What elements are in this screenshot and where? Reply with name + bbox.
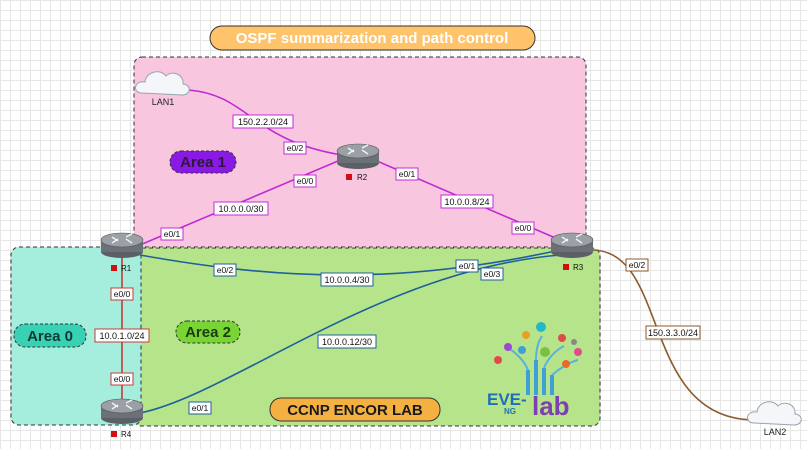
network-label-150-2: 150.2.2.0/24 <box>232 114 294 129</box>
svg-text:10.0.0.4/30: 10.0.0.4/30 <box>324 275 369 285</box>
iface-r3-r1: e0/1 <box>455 259 479 273</box>
page-title: OSPF summarization and path control <box>236 30 509 47</box>
router-icon <box>347 144 369 155</box>
router-r3[interactable]: R3 <box>550 232 594 272</box>
iface-r1-r3: e0/2 <box>213 263 237 277</box>
router-label: R1 <box>121 264 132 273</box>
iface-r2-r3: e0/1 <box>395 167 419 181</box>
svg-text:10.0.0.12/30: 10.0.0.12/30 <box>322 337 372 347</box>
iface-r4-r3: e0/1 <box>188 401 212 415</box>
router-icon <box>561 233 583 244</box>
area0-label: Area 0 <box>27 328 73 345</box>
iface-r2-lan1: e0/2 <box>283 141 307 155</box>
svg-text:10.0.0.8/24: 10.0.0.8/24 <box>444 197 489 207</box>
logo-text-lab: lab <box>532 391 570 421</box>
iface-r3-r4: e0/3 <box>480 267 504 281</box>
logo-tree-icon <box>494 322 582 395</box>
iface-r1-r2: e0/1 <box>160 227 184 241</box>
svg-text:150.2.2.0/24: 150.2.2.0/24 <box>238 117 288 127</box>
svg-text:e0/2: e0/2 <box>287 143 304 153</box>
svg-text:e0/2: e0/2 <box>629 260 646 270</box>
iface-r3-lan2: e0/2 <box>625 258 649 272</box>
router-icon <box>111 399 133 410</box>
router-label: R2 <box>357 173 368 182</box>
link-r4-r3[interactable] <box>139 254 561 414</box>
router-r2[interactable]: R2 <box>336 143 380 182</box>
svg-text:e0/1: e0/1 <box>399 169 416 179</box>
svg-text:e0/1: e0/1 <box>459 261 476 271</box>
svg-text:e0/0: e0/0 <box>114 289 131 299</box>
router-icon <box>111 233 133 244</box>
cloud-lan1[interactable]: LAN1 <box>135 71 190 107</box>
svg-text:e0/0: e0/0 <box>297 176 314 186</box>
cloud-label: LAN2 <box>764 427 787 437</box>
network-label-10-4: 10.0.0.4/30 <box>320 272 374 287</box>
svg-text:e0/0: e0/0 <box>515 223 532 233</box>
svg-text:10.0.0.0/30: 10.0.0.0/30 <box>218 204 263 214</box>
logo-text-ng: NG <box>504 407 516 416</box>
area2-label: Area 2 <box>185 324 231 341</box>
title-banner: OSPF summarization and path control <box>209 25 536 51</box>
footer-label: CCNP ENCOR LAB <box>287 402 423 419</box>
area0-pill: Area 0 <box>13 323 87 348</box>
svg-text:e0/0: e0/0 <box>114 374 131 384</box>
iface-r3-r2: e0/0 <box>511 221 535 235</box>
svg-text:e0/1: e0/1 <box>164 229 181 239</box>
svg-text:150.3.3.0/24: 150.3.3.0/24 <box>648 328 698 338</box>
cloud-icon <box>135 71 190 96</box>
area1-pill: Area 1 <box>169 150 237 174</box>
network-label-150-3: 150.3.3.0/24 <box>645 325 701 340</box>
network-label-10-12: 10.0.0.12/30 <box>317 334 377 349</box>
iface-r2-r1: e0/0 <box>293 174 317 188</box>
footer-banner: CCNP ENCOR LAB <box>269 397 441 422</box>
router-r1[interactable]: R1 <box>100 232 144 273</box>
cloud-icon <box>747 401 802 426</box>
network-label-10-1: 10.0.1.0/24 <box>94 328 150 343</box>
svg-text:e0/1: e0/1 <box>192 403 209 413</box>
eve-ng-logo: EVE- NG lab <box>487 322 582 421</box>
iface-r1-r4: e0/0 <box>110 287 134 301</box>
router-label: R4 <box>121 430 132 439</box>
svg-text:10.0.1.0/24: 10.0.1.0/24 <box>99 331 144 341</box>
network-label-10-0: 10.0.0.0/30 <box>213 201 269 216</box>
logo-text-main: EVE- <box>487 390 527 409</box>
area2-pill: Area 2 <box>175 320 241 344</box>
network-label-10-8: 10.0.0.8/24 <box>440 194 494 209</box>
cloud-label: LAN1 <box>152 97 175 107</box>
svg-text:e0/2: e0/2 <box>217 265 234 275</box>
svg-text:e0/3: e0/3 <box>484 269 501 279</box>
router-r4[interactable]: R4 <box>100 398 144 439</box>
area1-label: Area 1 <box>180 154 226 171</box>
cloud-lan2[interactable]: LAN2 <box>747 401 802 437</box>
iface-r4-r1: e0/0 <box>110 372 134 386</box>
router-label: R3 <box>573 263 584 272</box>
